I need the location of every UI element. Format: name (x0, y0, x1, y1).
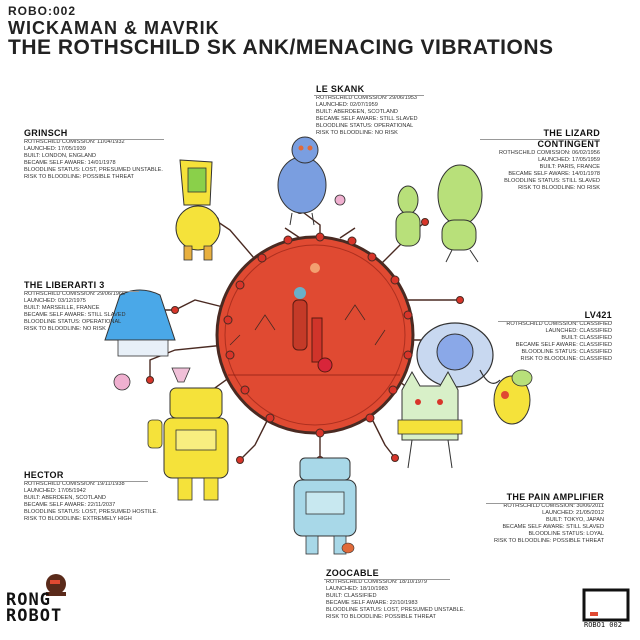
card-rule (24, 481, 148, 482)
catalog-badge: ROBO1 002 (584, 621, 622, 629)
release-title: THE ROTHSCHILD SK ANK/MENACING VIBRATION… (8, 36, 554, 59)
catalog-number: ROBO:002 (8, 4, 77, 18)
card-pain-amplifier: THE PAIN AMPLIFIER ROTHSCHILD COMISSION:… (488, 492, 604, 545)
robot-zoocable (293, 457, 357, 555)
disc-sun-icon (310, 263, 320, 273)
card-lv421: LV421 ROTHSCHILD COMISSION: CLASSIFIED L… (500, 310, 612, 363)
card-rule (314, 95, 424, 96)
robot-lv421 (416, 322, 533, 425)
card-liberarti-3: THE LIBERARTI 3 ROTHSCHILD COMISSION: 29… (24, 280, 126, 332)
robot-name: GRINSCH (24, 128, 68, 138)
catalog-badge-icon (582, 588, 630, 622)
robot-grinsch (175, 159, 221, 261)
card-rule (480, 139, 600, 140)
card-zoocable: ZOOCABLE ROTHSCHILD COMISSION: 18/10/197… (326, 568, 465, 620)
robot-le-skank (277, 136, 346, 226)
card-rule (486, 503, 604, 504)
label-logo (46, 574, 66, 596)
robot-liberarti-3 (104, 289, 191, 391)
card-rule (24, 139, 164, 140)
robot-name: LV421 (584, 310, 612, 320)
card-rule (324, 579, 450, 580)
robot-hector (147, 387, 229, 501)
disc-figure-tall (292, 299, 308, 351)
card-rule (24, 291, 139, 292)
card-le-skank: LE SKANK ROTHSCHILD COMISSION: 29/06/195… (316, 84, 418, 136)
robot-name: LE SKANK (316, 84, 365, 94)
robot-name: THE LIBERARTI 3 (24, 280, 105, 290)
card-hector: HECTOR ROTHSCHILD COMISSION: 19/11/1938 … (24, 470, 158, 522)
label-logo-text: RONG ROBOT (6, 590, 63, 626)
card-rule (498, 321, 612, 322)
robot-lizard-contingent (395, 164, 483, 263)
robot-name: THE PAIN AMPLIFIER (506, 492, 604, 502)
robot-name: THE LIZARD CONTINGENT (537, 128, 600, 149)
robot-name: ZOOCABLE (326, 568, 379, 578)
card-grinsch: GRINSCH ROTHSCHILD COMISSION: 11/04/1932… (24, 128, 163, 180)
disc-figure-small (317, 357, 333, 373)
robot-pain-amplifier (397, 370, 463, 469)
card-lizard-contingent: THE LIZARD CONTINGENT ROTHSCHILD COMISSI… (482, 128, 600, 192)
artist-names: WICKAMAN & MAVRIK (8, 18, 220, 38)
robot-name: HECTOR (24, 470, 64, 480)
